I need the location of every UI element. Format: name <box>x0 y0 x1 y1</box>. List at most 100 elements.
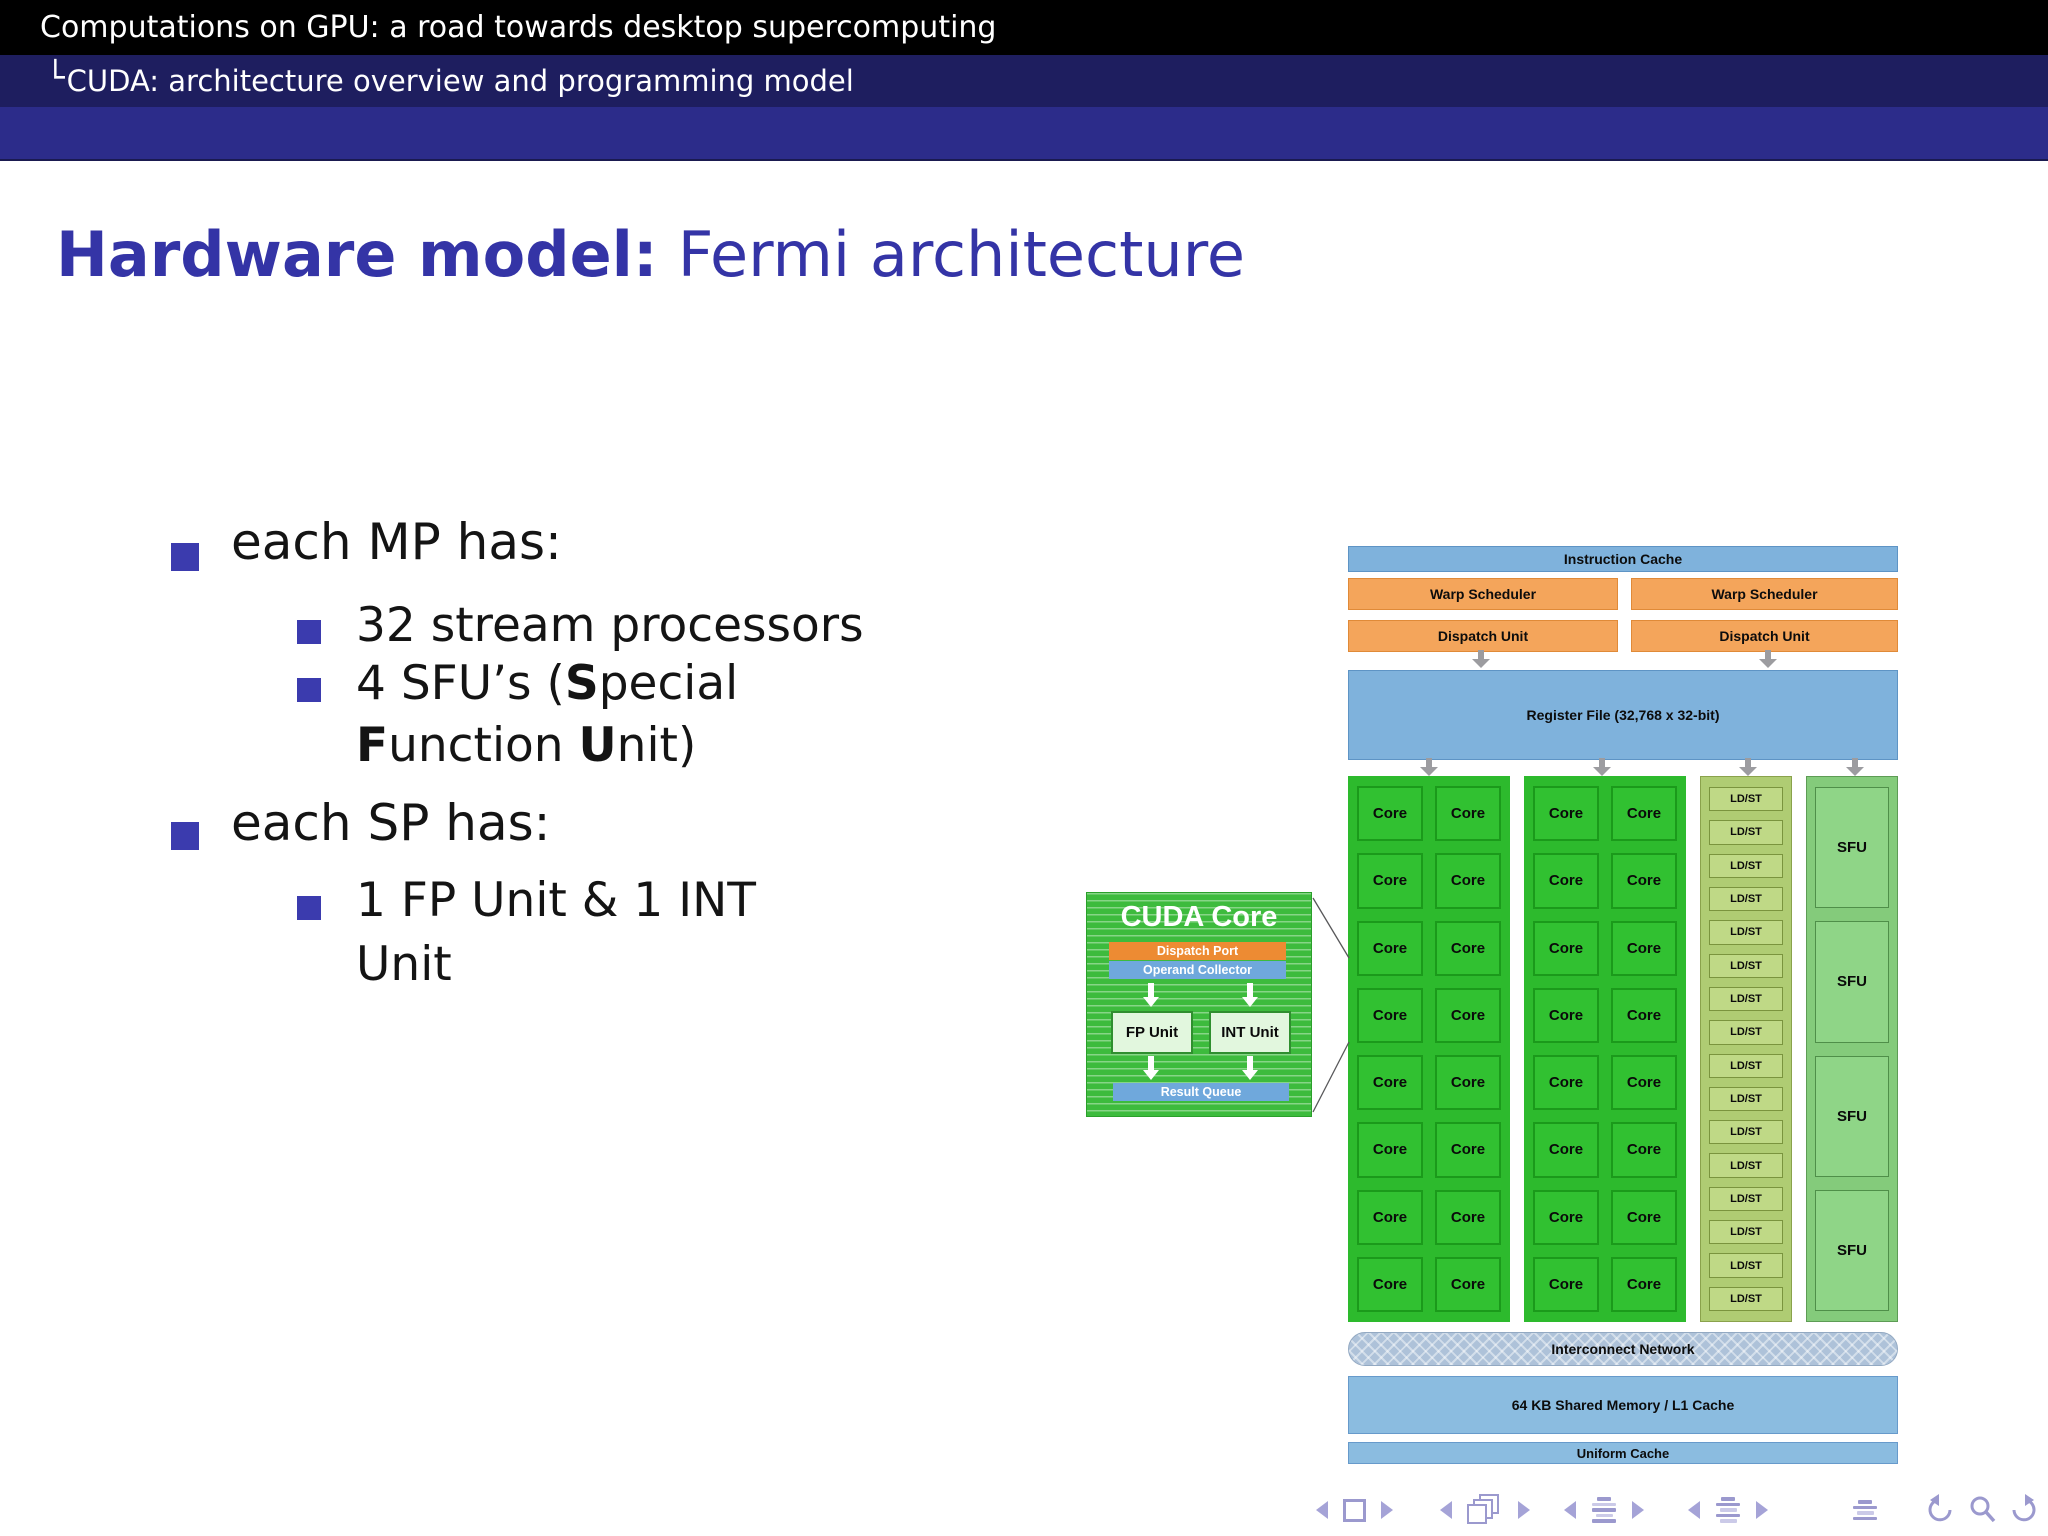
prev-section-arrow-icon[interactable] <box>1688 1501 1700 1519</box>
prev-subsection-arrow-icon[interactable] <box>1564 1501 1576 1519</box>
presentation-outline-icon[interactable] <box>1852 1500 1878 1520</box>
prev-frame-arrow-icon[interactable] <box>1440 1501 1452 1519</box>
core-box: Core <box>1533 1256 1599 1312</box>
result-queue-bar: Result Queue <box>1113 1083 1289 1101</box>
core-box: Core <box>1357 853 1423 909</box>
back-history-arrow-icon[interactable] <box>1924 1494 1956 1526</box>
ldst-box: LD/ST <box>1709 1020 1783 1045</box>
down-arrow-icon <box>1242 983 1258 1009</box>
sfu-box: SFU <box>1815 921 1889 1043</box>
warp-scheduler-box: Warp Scheduler <box>1631 578 1898 610</box>
section-nav-group <box>1688 1490 1768 1530</box>
sfu-box: SFU <box>1815 1055 1889 1177</box>
core-box: Core <box>1357 1256 1423 1312</box>
frame-stack-icon[interactable] <box>1467 1494 1503 1526</box>
search-magnifier-icon[interactable] <box>1968 1494 1996 1526</box>
list-subitem: 32 stream processors <box>356 598 864 653</box>
presentation-title-bar: Computations on GPU: a road towards desk… <box>0 0 2048 55</box>
subitem-text: nit) <box>616 718 697 773</box>
forward-history-arrow-icon[interactable] <box>2008 1494 2040 1526</box>
sfu-box: SFU <box>1815 787 1889 909</box>
ldst-box: LD/ST <box>1709 953 1783 978</box>
core-box: Core <box>1533 987 1599 1043</box>
slide-nav-group <box>1316 1490 1393 1530</box>
core-box: Core <box>1357 987 1423 1043</box>
subitem-text-bold: F <box>356 718 389 773</box>
list-subitem: 1 FP Unit & 1 INT <box>356 873 756 928</box>
ldst-box: LD/ST <box>1709 1086 1783 1112</box>
core-box: Core <box>1435 1189 1501 1245</box>
next-frame-arrow-icon[interactable] <box>1518 1501 1530 1519</box>
ldst-box: LD/ST <box>1709 1053 1783 1078</box>
next-slide-arrow-icon[interactable] <box>1381 1501 1393 1519</box>
ldst-box: LD/ST <box>1709 1286 1783 1311</box>
subsection-outline-icon[interactable] <box>1591 1497 1617 1523</box>
prev-slide-arrow-icon[interactable] <box>1316 1501 1328 1519</box>
list-subitem-wrap: Function Unit) <box>356 718 696 773</box>
current-slide-box-icon[interactable] <box>1343 1498 1366 1522</box>
fermi-sm-diagram: Instruction Cache Warp Scheduler Warp Sc… <box>1348 546 1898 1464</box>
ldst-box: LD/ST <box>1709 853 1783 878</box>
subsection-nav-group <box>1564 1490 1644 1530</box>
presentation-nav-group <box>1852 1490 1878 1530</box>
dispatch-unit-box: Dispatch Unit <box>1348 620 1618 652</box>
list-item: each MP has: <box>231 513 562 571</box>
core-box: Core <box>1533 1189 1599 1245</box>
next-subsection-arrow-icon[interactable] <box>1632 1501 1644 1519</box>
core-box: Core <box>1357 1122 1423 1178</box>
cuda-core-inset: CUDA Core Dispatch Port Operand Collecto… <box>1086 892 1312 1117</box>
core-box: Core <box>1611 1256 1677 1312</box>
slide-title-regular: Fermi architecture <box>677 218 1245 291</box>
section-title-bar: └CUDA: architecture overview and program… <box>0 55 2048 107</box>
core-box: Core <box>1533 1055 1599 1111</box>
operand-collector-bar: Operand Collector <box>1109 961 1286 979</box>
down-arrow-icon <box>1846 758 1864 776</box>
down-arrow-icon <box>1593 758 1611 776</box>
beamer-navigation-bar <box>0 1490 2048 1530</box>
core-box: Core <box>1533 786 1599 842</box>
uniform-cache-bar: Uniform Cache <box>1348 1442 1898 1464</box>
sfu-box: SFU <box>1815 1189 1889 1311</box>
core-box: Core <box>1435 1122 1501 1178</box>
core-box: Core <box>1435 1256 1501 1312</box>
ldst-box: LD/ST <box>1709 886 1783 912</box>
subitem-text: 4 SFU’s ( <box>356 656 565 711</box>
next-section-arrow-icon[interactable] <box>1756 1501 1768 1519</box>
ldst-box: LD/ST <box>1709 820 1783 845</box>
ldst-column: LD/ST LD/ST LD/ST LD/ST LD/ST LD/ST LD/ST LD/ST… <box>1700 776 1792 1322</box>
frame-nav-group <box>1440 1490 1530 1530</box>
dispatch-unit-box: Dispatch Unit <box>1631 620 1898 652</box>
core-box: Core <box>1611 1189 1677 1245</box>
register-file-box: Register File (32,768 x 32-bit) <box>1348 670 1898 760</box>
bullet-square <box>297 620 321 644</box>
down-arrow-icon <box>1420 758 1438 776</box>
down-arrow-icon <box>1472 650 1490 668</box>
core-box: Core <box>1435 1055 1501 1111</box>
core-box: Core <box>1611 853 1677 909</box>
ldst-box: LD/ST <box>1709 920 1783 945</box>
list-item: each SP has: <box>231 794 551 852</box>
down-arrow-icon <box>1759 650 1777 668</box>
list-subitem-wrap: Unit <box>356 937 452 992</box>
interconnect-network-bar: Interconnect Network <box>1348 1332 1898 1366</box>
ldst-box: LD/ST <box>1709 1153 1783 1178</box>
int-unit-box: INT Unit <box>1209 1011 1291 1054</box>
core-box: Core <box>1611 1055 1677 1111</box>
section-outline-icon[interactable] <box>1715 1497 1741 1523</box>
ldst-box: LD/ST <box>1709 1253 1783 1278</box>
bullet-square <box>171 543 199 571</box>
shared-memory-l1-bar: 64 KB Shared Memory / L1 Cache <box>1348 1376 1898 1434</box>
core-box: Core <box>1611 786 1677 842</box>
core-box: Core <box>1357 1189 1423 1245</box>
subitem-text-bold: S <box>564 656 599 711</box>
list-subitem: 4 SFU’s (Special <box>356 656 738 711</box>
bullet-square <box>297 896 321 920</box>
down-arrow-icon <box>1739 758 1757 776</box>
core-box: Core <box>1435 853 1501 909</box>
core-box: Core <box>1357 1055 1423 1111</box>
core-box: Core <box>1611 1122 1677 1178</box>
section-title: CUDA: architecture overview and programm… <box>66 64 854 98</box>
ldst-box: LD/ST <box>1709 986 1783 1012</box>
